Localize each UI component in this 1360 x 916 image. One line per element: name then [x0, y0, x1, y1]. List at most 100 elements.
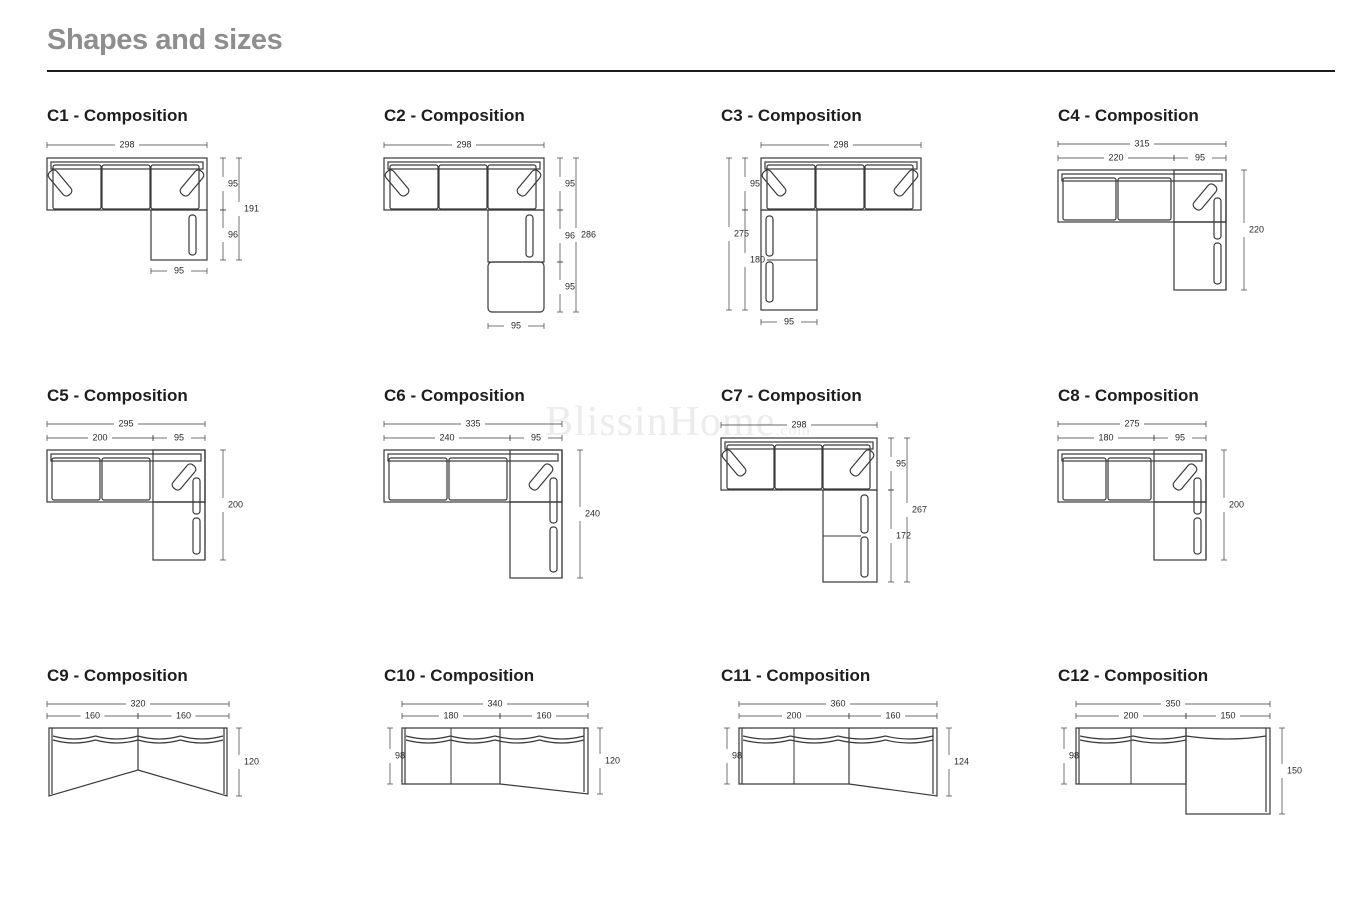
arm-cushion [721, 449, 747, 477]
composition-title: C9 - Composition [47, 666, 188, 685]
dimension-left-width: 240 [383, 432, 511, 442]
seat-cushion [1062, 177, 1117, 221]
dimension-value: 200 [786, 710, 801, 720]
back-cushion-curve [837, 739, 886, 744]
back-cushion-curve [885, 739, 934, 744]
backrest [387, 453, 559, 462]
dimension-value: 95 [565, 281, 575, 291]
seat-cushion [150, 164, 200, 210]
seat-cushion [388, 457, 448, 501]
cushion [192, 517, 201, 555]
dimension-side-top: 95 [742, 157, 760, 211]
cushion [549, 526, 558, 573]
dimension-value: 95 [1195, 152, 1205, 162]
dimension-value: 286 [581, 229, 596, 239]
dimension-left-width: 200 [1075, 710, 1187, 720]
watermark: BlissinHome.com [545, 399, 811, 445]
dimension-side-b: 96 [557, 209, 575, 263]
dimension-value: 267 [912, 504, 927, 514]
back-cushion-curve [742, 735, 791, 740]
seat-cushion [1117, 177, 1172, 221]
seat-cushion [52, 164, 102, 210]
dimension-side-bottom: 180 [742, 209, 765, 311]
back-cushion-curve [137, 735, 181, 740]
dimension-value: 275 [1124, 418, 1139, 428]
seat-cushion [101, 457, 151, 501]
dimension-depth: 220 [1241, 169, 1264, 291]
back-cushion-curve [1185, 735, 1267, 740]
dimension-value: 240 [585, 508, 600, 518]
dimension-value: 96 [228, 229, 238, 239]
dimension-right-width: 160 [499, 710, 589, 720]
back-cushion-curve [405, 739, 451, 744]
dimension-left-width: 200 [738, 710, 850, 720]
dimension-side-a: 95 [557, 157, 575, 211]
back-cushion-curve [885, 735, 934, 740]
dimension-total-width: 360 [738, 698, 938, 708]
chaise-section [152, 501, 206, 561]
chaise-section [150, 209, 208, 261]
arm-cushion [528, 463, 554, 491]
dimension-value: 172 [896, 530, 911, 540]
dimension-value: 275 [734, 228, 749, 238]
dimension-value: 160 [885, 710, 900, 720]
sofa-back-section [720, 437, 878, 491]
sofa-outline [738, 727, 938, 797]
seat-cushion [726, 444, 775, 490]
dimension-side-bottom: 96 [220, 209, 238, 261]
dimension-value: 160 [85, 710, 100, 720]
sofa-outline [48, 727, 228, 797]
dimension-value: 95 [511, 320, 521, 330]
sofa-outline [401, 727, 589, 795]
dimension-value: 200 [1229, 499, 1244, 509]
arm-cushion [171, 463, 197, 491]
dimension-value: 120 [605, 755, 620, 765]
dimension-value: 191 [244, 203, 259, 213]
composition-title: C12 - Composition [1058, 666, 1209, 685]
dimension-depth-left: 98 [724, 727, 742, 785]
backrest [764, 161, 918, 170]
dimension-value: 298 [833, 139, 848, 149]
cushion [765, 261, 774, 303]
dimension-left-width: 200 [46, 432, 154, 442]
cushion [860, 536, 869, 578]
back-cushion-curve [52, 739, 96, 744]
dimension-value: 95 [784, 316, 794, 326]
composition-title: C3 - Composition [721, 106, 862, 125]
chaise-section [1185, 727, 1271, 815]
dimension-value: 298 [456, 139, 471, 149]
dimension-value: 150 [1287, 765, 1302, 775]
cushion [192, 477, 201, 515]
back-cushion-curve [837, 735, 886, 740]
dimension-right-width: 160 [137, 710, 230, 720]
dimension-right-width: 150 [1185, 710, 1271, 720]
cushion [1213, 242, 1222, 285]
chaise-section [1153, 501, 1207, 561]
dimension-value: 95 [750, 178, 760, 188]
arm-cushion [47, 169, 73, 197]
dimension-left-width: 180 [1057, 432, 1155, 442]
dimension-side-bottom: 172 [888, 489, 911, 583]
dimension-depth: 240 [577, 449, 600, 579]
seat-cushion [864, 164, 914, 210]
dimension-total-width: 275 [1057, 418, 1207, 428]
composition-title: C2 - Composition [384, 106, 525, 125]
cushion [1193, 477, 1202, 515]
dimension-value: 315 [1134, 138, 1149, 148]
chaise-end [487, 261, 545, 313]
arm-cushion [1192, 183, 1218, 211]
dimension-side-total: 286 [573, 157, 596, 313]
dimension-chaise-width: 95 [760, 316, 818, 326]
dimension-value: 95 [1175, 432, 1185, 442]
dimension-value: 240 [439, 432, 454, 442]
